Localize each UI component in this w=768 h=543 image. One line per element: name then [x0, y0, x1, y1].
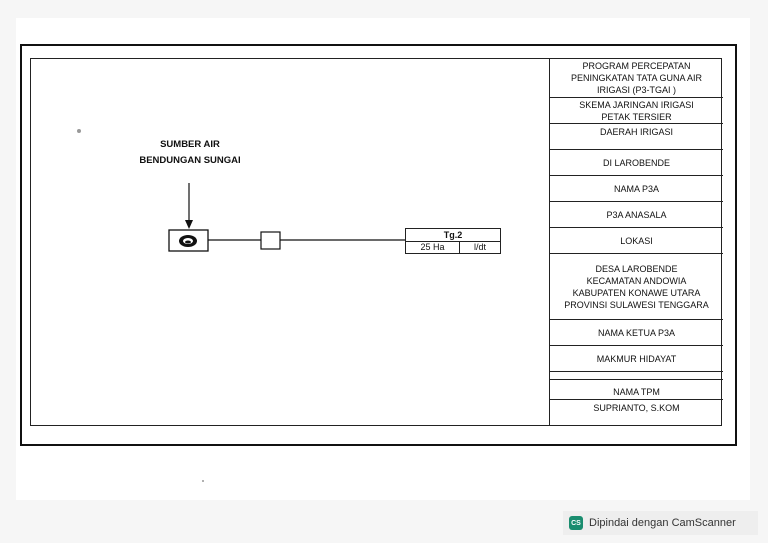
skema-cell: SKEMA JARINGAN IRIGASI PETAK TERSIER: [550, 98, 723, 124]
p3a-label: NAMA P3A: [613, 183, 660, 194]
tpm-label: NAMA TPM: [613, 387, 660, 397]
inner-frame: [30, 58, 722, 426]
blank-cell: [550, 372, 723, 380]
camscanner-watermark: CS Dipindai dengan CamScanner: [563, 511, 758, 535]
lokasi-value: DESA LAROBENDE KECAMATAN ANDOWIA KABUPAT…: [564, 263, 709, 310]
watermark-text: Dipindai dengan CamScanner: [589, 517, 736, 529]
lokasi-label: LOKASI: [620, 235, 653, 246]
tpm-label-cell: NAMA TPM: [550, 380, 723, 400]
control-structure-box: [260, 231, 281, 250]
lokasi-label-cell: LOKASI: [550, 228, 723, 254]
ketua-value-cell: MAKMUR HIDAYAT: [550, 346, 723, 372]
daerah-value: DI LAROBENDE: [602, 157, 671, 168]
p3a-label-cell: NAMA P3A: [550, 176, 723, 202]
daerah-value-cell: DI LAROBENDE: [550, 150, 723, 176]
ketua-value: MAKMUR HIDAYAT: [596, 353, 677, 364]
weir-symbol-core: [185, 240, 191, 244]
tertiary-block-unit: l/dt: [473, 242, 486, 252]
daerah-label-cell: DAERAH IRIGASI: [550, 124, 723, 150]
water-source-label: SUMBER AIR BENDUNGAN SUNGAI: [139, 139, 241, 166]
p3a-value: P3A ANASALA: [606, 209, 667, 220]
tpm-value-cell: SUPRIANTO, S.KOM: [550, 400, 723, 426]
source-arrow-head: [185, 220, 193, 229]
ketua-label: NAMA KETUA P3A: [597, 327, 676, 338]
scan-speck: [77, 129, 81, 133]
outer-frame: [20, 44, 737, 446]
camscanner-logo-icon: CS: [569, 516, 583, 530]
title-block: PROGRAM PERCEPATAN PENINGKATAN TATA GUNA…: [549, 58, 723, 426]
tertiary-block-area: 25 Ha: [406, 242, 460, 253]
lokasi-value-cell: DESA LAROBENDE KECAMATAN ANDOWIA KABUPAT…: [550, 254, 723, 320]
daerah-label: DAERAH IRIGASI: [599, 127, 673, 137]
tpm-value: SUPRIANTO, S.KOM: [593, 403, 680, 413]
program-cell: PROGRAM PERCEPATAN PENINGKATAN TATA GUNA…: [550, 58, 723, 98]
tertiary-block-name: Tg.2: [406, 229, 500, 242]
program-text: PROGRAM PERCEPATAN PENINGKATAN TATA GUNA…: [570, 60, 703, 95]
scanned-page: [16, 18, 750, 500]
tertiary-block-label: Tg.2 25 Ha l/dt: [405, 228, 501, 254]
scan-speck: [202, 480, 204, 482]
p3a-value-cell: P3A ANASALA: [550, 202, 723, 228]
skema-text: SKEMA JARINGAN IRIGASI PETAK TERSIER: [579, 99, 694, 122]
ketua-label-cell: NAMA KETUA P3A: [550, 320, 723, 346]
